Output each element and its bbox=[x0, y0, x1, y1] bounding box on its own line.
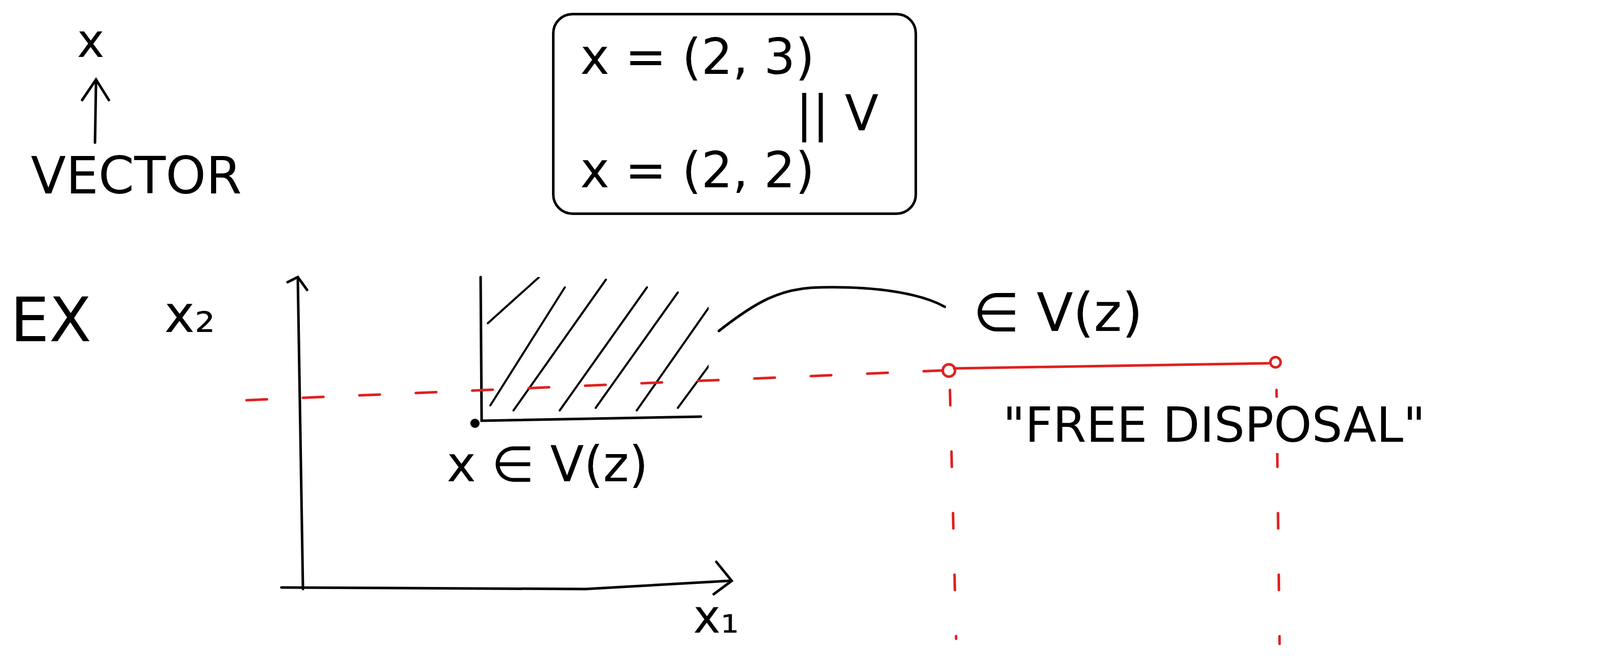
red-dashed-level bbox=[246, 370, 943, 401]
axis-label: x₂ bbox=[164, 284, 216, 345]
annotation: "FREE DISPOSAL" bbox=[998, 397, 1430, 454]
y-axis-head bbox=[287, 277, 308, 291]
red-level-line bbox=[954, 363, 1269, 369]
set-label: ∈ V(z) bbox=[973, 282, 1144, 345]
axis-label: x₁ bbox=[693, 590, 739, 644]
x-axis bbox=[281, 581, 730, 590]
hatching bbox=[487, 277, 714, 411]
corner-dot bbox=[470, 418, 480, 429]
formula-text: x = (2, 2) bbox=[580, 142, 889, 199]
vector-symbol: x bbox=[77, 14, 105, 68]
note-box: x = (2, 3)|| Vx = (2, 2) bbox=[551, 12, 918, 216]
red-point bbox=[1270, 357, 1281, 368]
x-axis-head bbox=[713, 562, 732, 595]
red-dashed-vertical bbox=[949, 390, 957, 640]
red-point bbox=[942, 364, 956, 377]
formula-text: || V bbox=[795, 85, 889, 142]
leader-line bbox=[718, 287, 945, 332]
example-label: EX bbox=[10, 284, 92, 356]
note-text: VECTOR bbox=[30, 146, 242, 206]
y-axis bbox=[297, 279, 303, 590]
vector-arrow-head bbox=[82, 79, 109, 101]
region-corner bbox=[480, 277, 701, 422]
formula-text: x = (2, 3) bbox=[580, 28, 889, 86]
set-label: x ∈ V(z) bbox=[446, 436, 649, 493]
vector-arrow bbox=[94, 82, 97, 143]
